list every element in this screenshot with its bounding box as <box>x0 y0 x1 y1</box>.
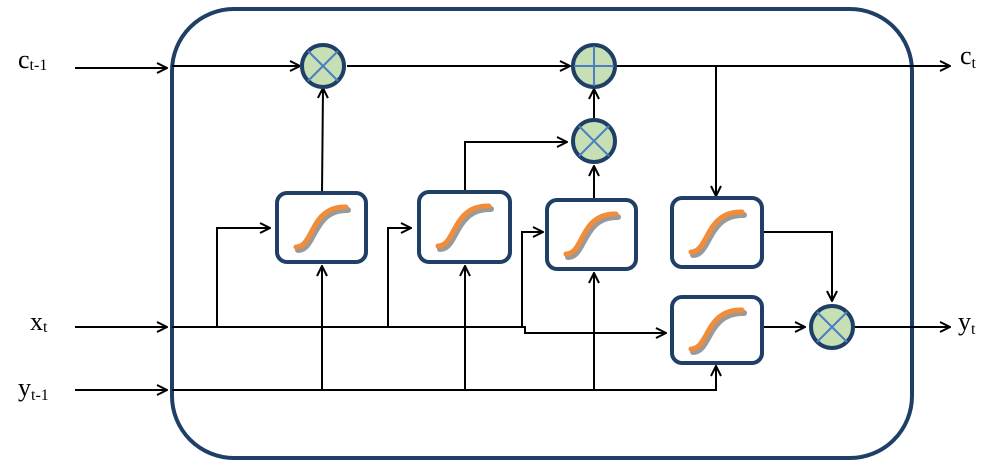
gate-forget <box>275 191 368 264</box>
y-prev-bus-to-output-gate <box>172 366 716 391</box>
gate1-to-mult <box>322 88 323 194</box>
sigmoid-icon <box>688 307 747 355</box>
tanh-to-output-mult <box>762 231 832 301</box>
gate-output <box>670 295 764 365</box>
add-operator <box>571 43 617 89</box>
label-c-prev: ct-1 <box>18 45 47 74</box>
sigmoid-icon <box>435 203 494 252</box>
gate-input <box>417 190 512 264</box>
x-to-gate2 <box>387 228 411 327</box>
multiply-operator-output <box>809 304 855 350</box>
sigmoid-icon <box>688 209 747 258</box>
x-to-gate1 <box>216 228 270 327</box>
x-bus-to-output-gate <box>172 326 666 333</box>
gate2-to-mult2 <box>464 142 567 190</box>
gate-candidate <box>545 198 638 271</box>
x-to-gate3 <box>521 232 543 327</box>
multiply-operator-forget <box>300 43 346 89</box>
multiply-operator-input <box>571 118 617 164</box>
label-y-prev: yt-1 <box>18 373 49 404</box>
label-x-t: xt <box>30 307 48 336</box>
label-c-t: ct <box>960 41 977 72</box>
gate-tanh <box>670 196 764 269</box>
sigmoid-icon <box>293 204 351 253</box>
label-y-t: yt <box>958 307 976 338</box>
connections <box>75 66 950 390</box>
sigmoid-icon <box>563 211 621 260</box>
cell-boundary <box>170 7 914 460</box>
